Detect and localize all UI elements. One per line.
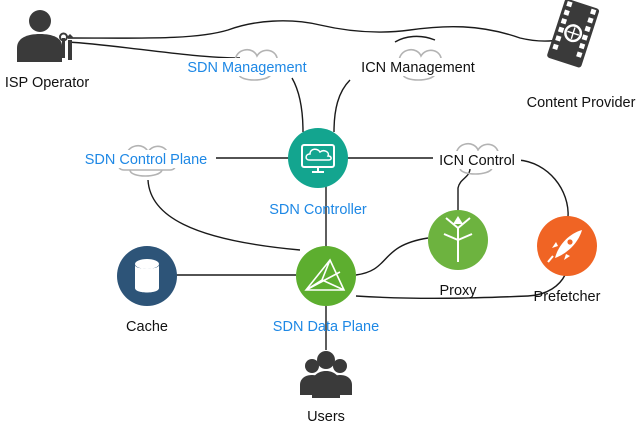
connector-operator-to-content-provider [67,20,571,42]
sdn-controller-label: SDN Controller [269,202,367,218]
sdn-controller-icon [288,128,348,188]
sdn-data-plane-icon [296,246,356,306]
prefetcher-icon [537,216,597,276]
connector-data-plane-to-proxy [355,237,429,276]
icn-control-label: ICN Control [439,153,515,169]
connector-icn-control-to-proxy [457,167,471,213]
connector-data-plane-to-prefetcher [355,274,566,300]
content-provider-label: Content Provider [527,95,636,111]
icn-management-label: ICN Management [361,60,475,76]
connectors [67,20,571,350]
proxy-icon [428,210,488,270]
content-provider-icon [547,0,600,68]
connector-icn-management-to-content-provider [394,35,436,43]
users-icon [300,351,352,398]
isp-operator-label: ISP Operator [5,75,90,91]
cache-label: Cache [126,319,168,335]
connector-icn-control-to-prefetcher [517,159,569,219]
isp-operator-icon [17,10,74,62]
connector-icn-management-to-controller [333,79,351,133]
proxy-label: Proxy [439,283,477,299]
users-label: Users [307,409,345,425]
connector-control-plane-to-data-plane [147,179,301,251]
cache-icon [117,246,177,306]
labels: ISP Operator Content Provider SDN Manage… [5,58,636,425]
connector-sdn-management-to-controller [291,77,304,133]
prefetcher-label: Prefetcher [534,289,601,305]
connector-operator-to-sdn-management [67,41,241,59]
sdn-management-label: SDN Management [187,60,306,76]
sdn-control-plane-label: SDN Control Plane [85,152,208,168]
sdn-data-plane-label: SDN Data Plane [273,319,379,335]
